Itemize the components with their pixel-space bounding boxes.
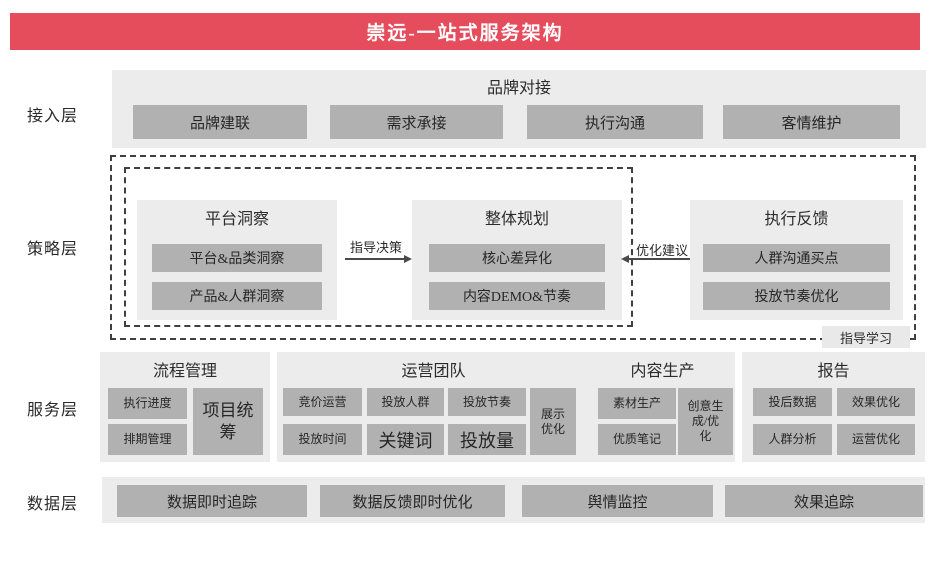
strategy-block-platform: 平台洞察 平台&品类洞察 产品&人群洞察 [137, 200, 337, 320]
process-box-schedule: 排期管理 [108, 424, 187, 455]
arrow-head-right-icon [404, 255, 412, 263]
operations-box-audience: 投放人群 [367, 388, 444, 416]
report-box-operations-optimization: 运营优化 [837, 424, 915, 455]
process-group-title: 流程管理 [152, 363, 217, 380]
operations-box-bidding: 竞价运营 [283, 388, 362, 416]
arrow-line-right [345, 258, 405, 260]
layer-label-strategy: 策略层 [27, 241, 79, 258]
access-box-demand: 需求承接 [330, 105, 503, 139]
operations-box-volume: 投放量 [448, 424, 526, 455]
feedback-block-title: 执行反馈 [764, 211, 829, 228]
data-box-feedback-optimization: 数据反馈即时优化 [320, 485, 505, 517]
content-box-creative-generation: 创意生成/优化 [678, 388, 733, 455]
content-box-notes: 优质笔记 [598, 424, 676, 455]
report-group-title: 报告 [817, 363, 850, 380]
title-bar: 崇远-一站式服务架构 [10, 13, 920, 50]
service-group-report: 报告 投后数据 效果优化 人群分析 运营优化 [742, 352, 925, 462]
layer-label-service: 服务层 [27, 402, 79, 419]
page-title: 崇远-一站式服务架构 [366, 23, 564, 44]
arrow-head-left-icon [621, 255, 629, 263]
operations-box-pacing: 投放节奏 [448, 388, 526, 416]
strategy-outer-loop-border [110, 155, 916, 340]
layer-label-data: 数据层 [27, 496, 79, 513]
feedback-box-buying-points: 人群沟通买点 [703, 244, 890, 272]
platform-box-category-insight: 平台&品类洞察 [152, 244, 322, 272]
operations-box-timing: 投放时间 [283, 424, 362, 455]
process-box-coordination: 项目统筹 [193, 388, 263, 455]
operations-box-keywords: 关键词 [367, 424, 444, 455]
platform-box-audience-insight: 产品&人群洞察 [152, 282, 322, 310]
platform-block-title: 平台洞察 [204, 211, 269, 228]
operations-box-display-optimization: 展示优化 [530, 388, 576, 455]
data-box-effect-tracking: 效果追踪 [725, 485, 923, 517]
arrow-line-left [628, 258, 690, 260]
access-band: 品牌对接 品牌建联 需求承接 执行沟通 客情维护 [112, 70, 926, 148]
operations-group-title: 运营团队 [401, 363, 466, 380]
plan-box-differentiation: 核心差异化 [429, 244, 605, 272]
content-group-title: 内容生产 [630, 363, 695, 380]
access-box-client-care: 客情维护 [723, 105, 900, 139]
service-group-process: 流程管理 执行进度 排期管理 项目统筹 [100, 352, 270, 462]
strategy-inner-loop-border [124, 167, 633, 327]
plan-box-content-demo: 内容DEMO&节奏 [429, 282, 605, 310]
service-group-content: 内容生产 素材生产 优质笔记 创意生成/优化 [590, 352, 735, 462]
report-box-effect-optimization: 效果优化 [837, 388, 915, 416]
feedback-box-pacing-optimization: 投放节奏优化 [703, 282, 890, 310]
report-box-post-data: 投后数据 [753, 388, 832, 416]
process-box-progress: 执行进度 [108, 388, 187, 419]
arrow-label-optimization-advice: 优化建议 [635, 243, 688, 258]
access-box-brand-connect: 品牌建联 [133, 105, 307, 139]
data-band: 数据即时追踪 数据反馈即时优化 舆情监控 效果追踪 [102, 477, 925, 523]
service-group-operations: 运营团队 竞价运营 投放人群 投放节奏 投放时间 关键词 投放量 展示优化 [277, 352, 590, 462]
plan-block-title: 整体规划 [484, 211, 549, 228]
corner-tag-guide-learning: 指导学习 [822, 326, 910, 348]
content-box-materials: 素材生产 [598, 388, 676, 419]
data-box-sentiment-monitoring: 舆情监控 [522, 485, 713, 517]
report-box-audience-analysis: 人群分析 [753, 424, 832, 455]
layer-label-access: 接入层 [27, 108, 79, 125]
data-box-realtime-tracking: 数据即时追踪 [117, 485, 307, 517]
arrow-label-guide-decision: 指导决策 [349, 240, 402, 255]
access-box-communication: 执行沟通 [527, 105, 703, 139]
strategy-block-feedback: 执行反馈 人群沟通买点 投放节奏优化 [690, 200, 903, 320]
access-band-title: 品牌对接 [486, 80, 551, 97]
strategy-block-plan: 整体规划 核心差异化 内容DEMO&节奏 [412, 200, 622, 320]
